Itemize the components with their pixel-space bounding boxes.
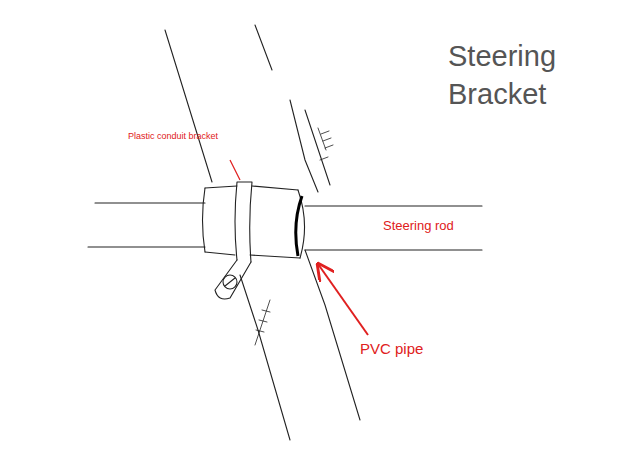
leader-line bbox=[230, 160, 240, 180]
leader-arrow bbox=[318, 264, 368, 335]
part-label: Plastic conduit bracket bbox=[128, 131, 218, 141]
pipe-line bbox=[205, 252, 300, 258]
rod-line bbox=[88, 247, 482, 250]
rod-line bbox=[95, 203, 482, 206]
sketch-title: Steering Bracket bbox=[448, 38, 588, 113]
screw bbox=[223, 275, 237, 289]
frame-line bbox=[255, 25, 272, 70]
frame-line bbox=[240, 275, 290, 440]
hatching bbox=[255, 300, 270, 345]
pipe-edge bbox=[203, 188, 206, 252]
frame-line bbox=[165, 30, 212, 182]
screw-slot bbox=[225, 278, 235, 286]
part-label: Steering rod bbox=[383, 218, 454, 233]
hatching bbox=[318, 128, 333, 160]
strap-tab bbox=[215, 260, 251, 299]
rod-end bbox=[296, 196, 302, 256]
strap bbox=[235, 182, 252, 262]
frame-line bbox=[305, 250, 360, 420]
frame-line bbox=[290, 100, 318, 192]
part-label: PVC pipe bbox=[360, 340, 423, 357]
